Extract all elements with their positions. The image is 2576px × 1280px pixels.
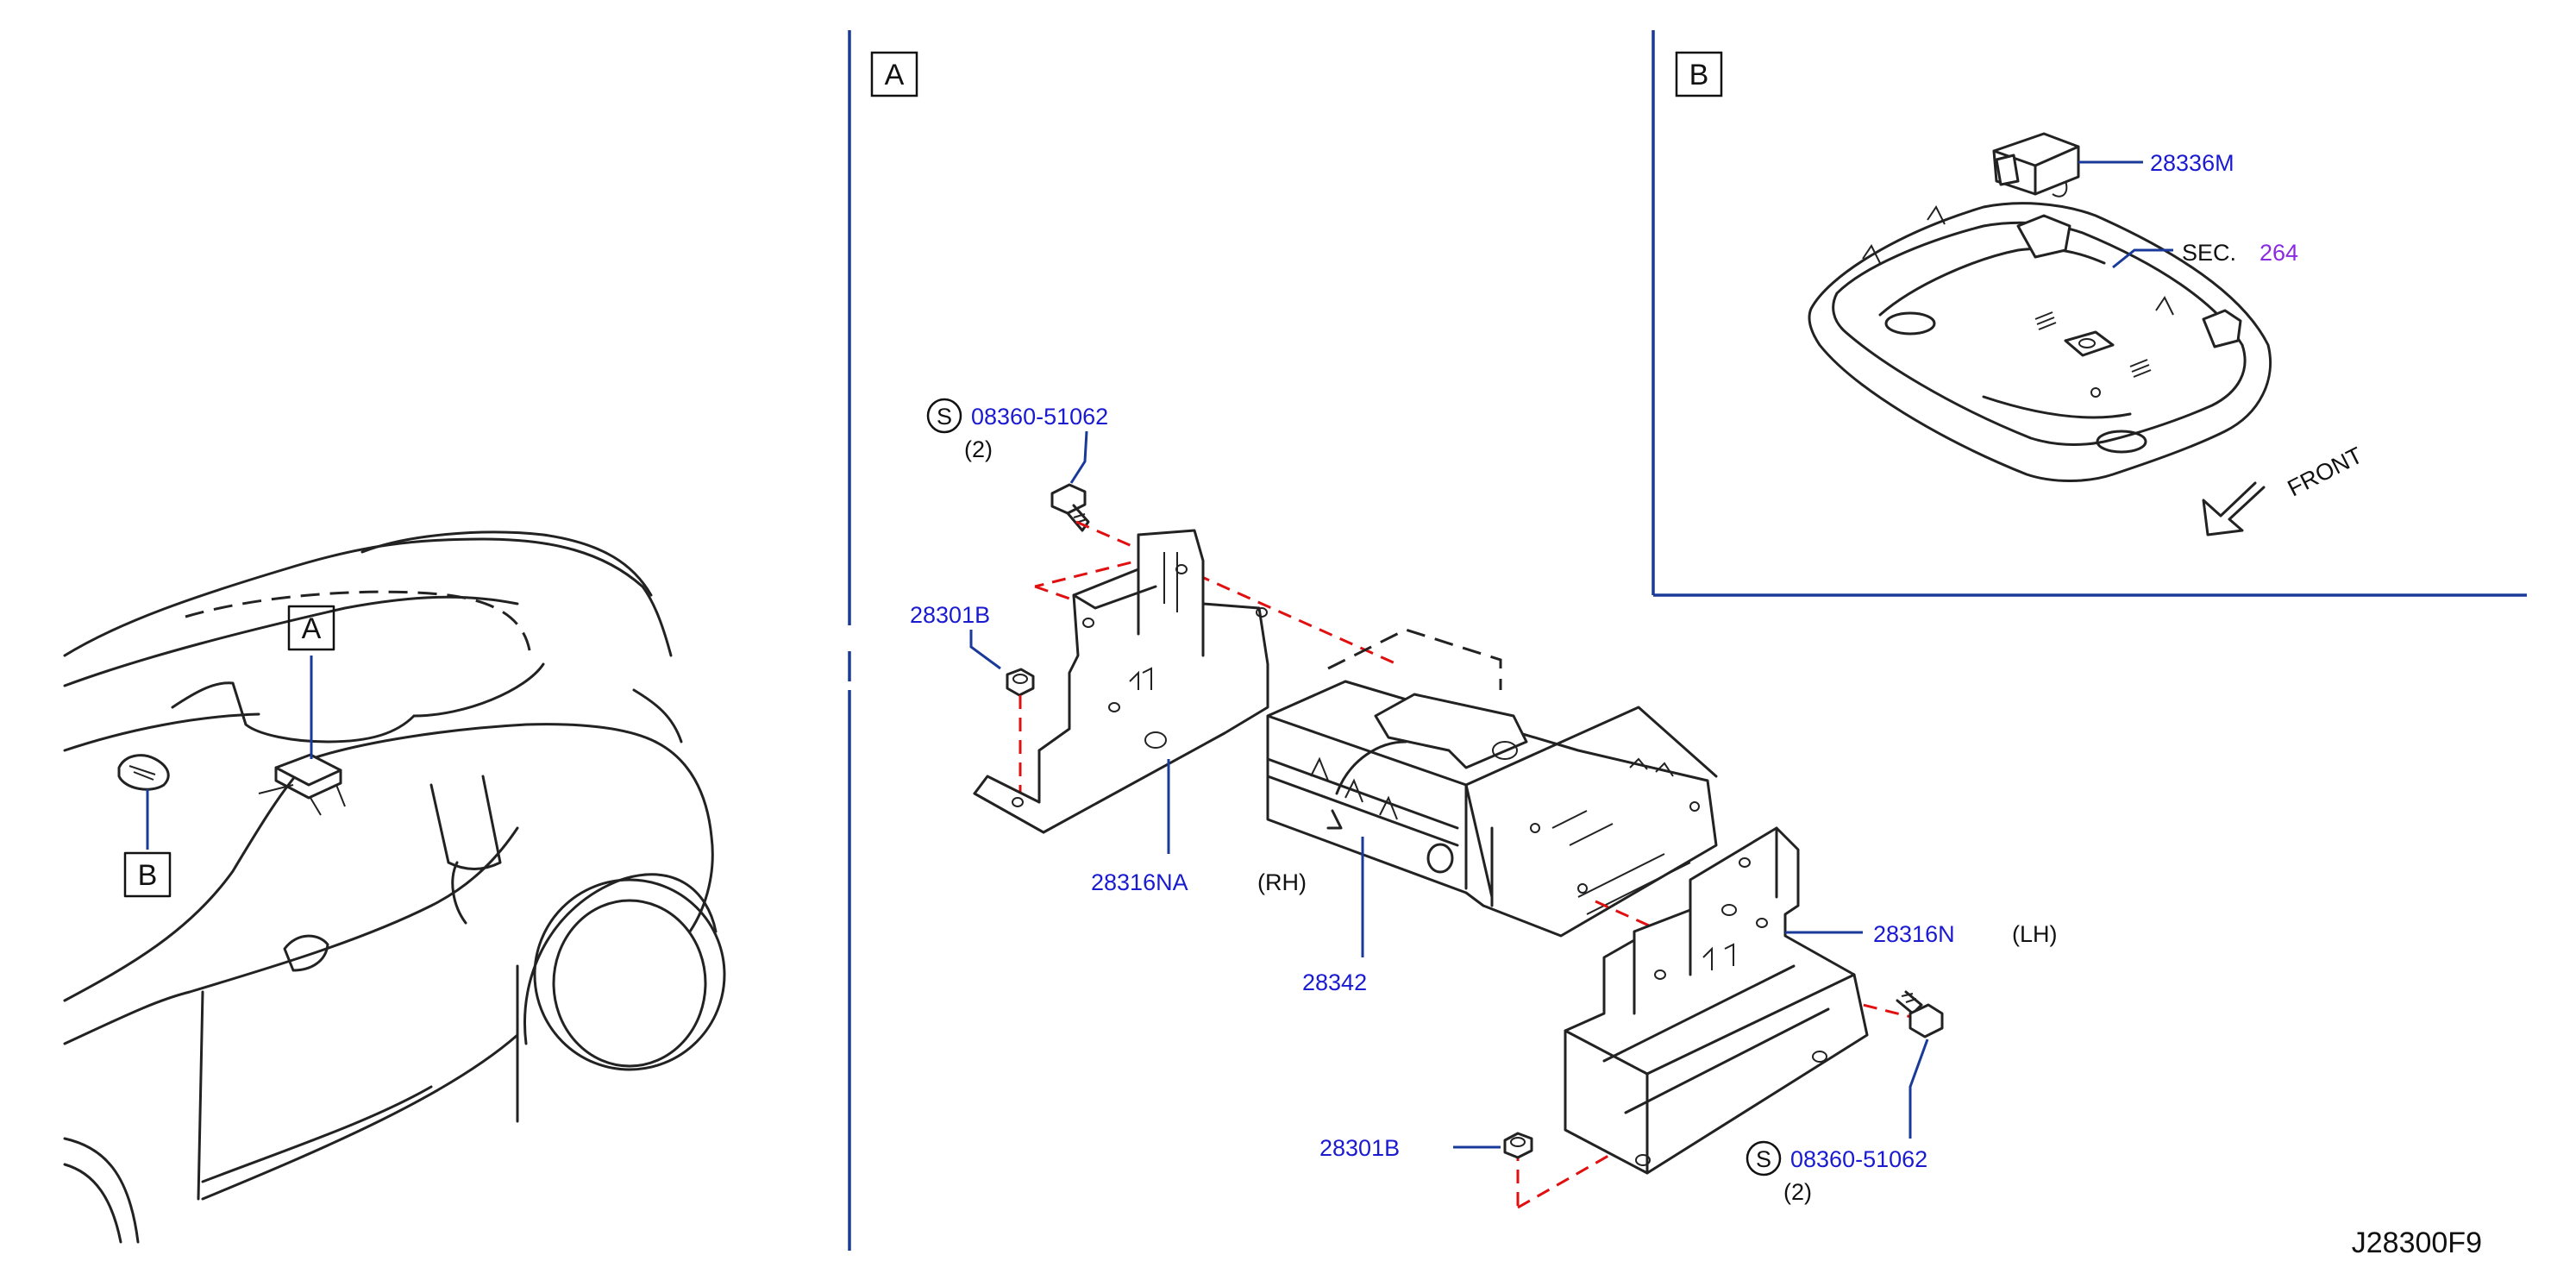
main-unit-part-number: 28342 bbox=[1302, 969, 1367, 995]
section-a-tag: A bbox=[885, 59, 905, 91]
guide-line-lower-3 bbox=[1517, 1033, 1821, 1209]
overview-callout-b-box bbox=[123, 851, 172, 898]
section-b-tag: B bbox=[1689, 59, 1709, 91]
bottom-bolt-s-circle bbox=[1746, 1140, 1782, 1176]
overhead-console bbox=[1808, 202, 2272, 482]
left-nut bbox=[1006, 668, 1035, 697]
overview-callout-a: A bbox=[302, 612, 322, 645]
console-sec-number: 264 bbox=[2259, 240, 2298, 266]
vehicle-overview: A B bbox=[63, 530, 726, 1244]
left-nut-leader bbox=[969, 630, 1001, 670]
bracket-rh-side: (RH) bbox=[1257, 869, 1307, 895]
bottom-bolt-leader bbox=[1908, 1038, 1929, 1139]
bracket-lh-part-number: 28316N bbox=[1873, 921, 1955, 947]
bracket-rh bbox=[973, 529, 1269, 834]
bottom-bolt-qty: (2) bbox=[1783, 1179, 1812, 1205]
top-bolt-s-letter: S bbox=[937, 404, 952, 430]
left-nut-part-number: 28301B bbox=[910, 602, 990, 628]
top-bolt-part-number: 08360-51062 bbox=[971, 404, 1108, 430]
section-b: B 28336M SEC. 264 bbox=[1652, 30, 2527, 597]
sensor-module-part-number: 28336M bbox=[2150, 150, 2234, 176]
overview-module-a bbox=[258, 753, 346, 816]
section-a: A S 08360-51062 (2) 28301B bbox=[870, 51, 2058, 1209]
front-arrow: FRONT bbox=[2202, 442, 2366, 536]
console-sec-prefix: SEC. bbox=[2182, 240, 2236, 266]
bottom-nut-part-number: 28301B bbox=[1319, 1135, 1400, 1161]
guide-line-upper-3 bbox=[1034, 585, 1234, 657]
bottom-bolt bbox=[1896, 990, 1944, 1038]
top-bolt-leader bbox=[1069, 430, 1088, 484]
bracket-rh-part-number: 28316NA bbox=[1091, 869, 1188, 895]
bottom-bolt-part-number: 08360-51062 bbox=[1790, 1146, 1927, 1172]
overview-console-b bbox=[117, 754, 170, 791]
bottom-nut bbox=[1503, 1132, 1533, 1159]
bracket-lh-side: (LH) bbox=[2012, 921, 2058, 947]
section-b-tag-box bbox=[1675, 51, 1723, 97]
top-bolt-qty: (2) bbox=[964, 436, 993, 462]
console-leader bbox=[2112, 248, 2173, 269]
overview-callout-a-box bbox=[287, 605, 335, 651]
main-unit bbox=[1266, 628, 1718, 938]
section-a-tag-box bbox=[870, 51, 918, 97]
guide-line-upper-1 bbox=[1034, 520, 1160, 588]
bottom-bolt-s-letter: S bbox=[1756, 1146, 1771, 1172]
overview-callout-b: B bbox=[138, 859, 158, 892]
sensor-module bbox=[1992, 132, 2080, 198]
front-label: FRONT bbox=[2284, 442, 2366, 502]
top-bolt-s-circle bbox=[926, 398, 962, 434]
bracket-lh bbox=[1564, 826, 1869, 1175]
drawing-code: J28300F9 bbox=[2352, 1227, 2482, 1259]
